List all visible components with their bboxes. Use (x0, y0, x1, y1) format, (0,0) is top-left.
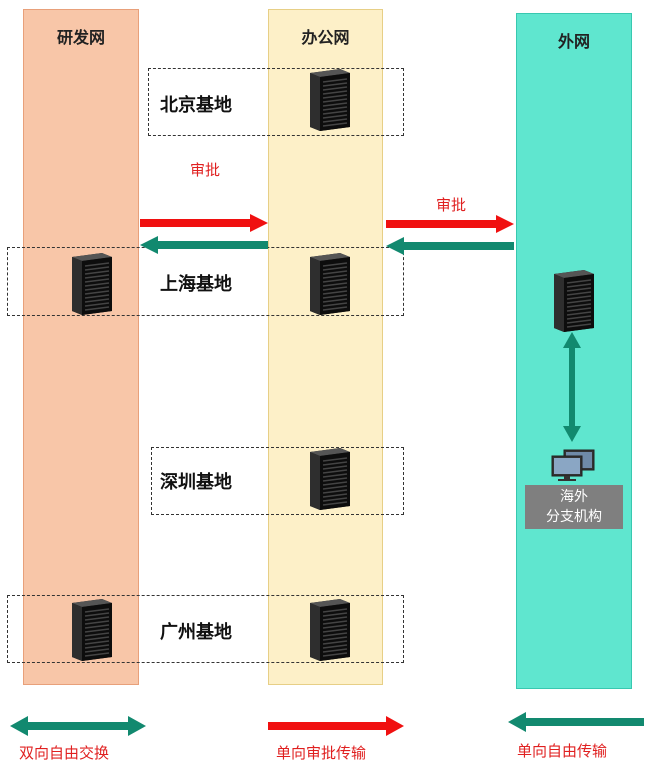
legend-one-way-approval-label: 单向审批传输 (276, 744, 367, 762)
green-arrow-external-to-office (386, 237, 514, 255)
approval-label-left: 审批 (190, 161, 221, 179)
overseas-branch-line2: 分支机构 (546, 509, 602, 525)
guangzhou-site-frame (7, 595, 404, 663)
server-icon (302, 67, 352, 131)
server-icon (302, 251, 352, 315)
red-approval-arrow-rd-to-office (140, 214, 268, 232)
rd-network-zone: 研发网 (23, 9, 139, 685)
external-network-zone: 外网 (516, 13, 632, 689)
server-icon (302, 446, 352, 510)
legend-one-way-free-label: 单向自由传输 (517, 742, 608, 760)
computer-monitors-icon (550, 448, 598, 482)
server-icon (64, 251, 114, 315)
beijing-site-label: 北京基地 (160, 95, 232, 116)
server-icon (302, 597, 352, 661)
server-icon (64, 597, 114, 661)
legend-green-oneway-arrow (508, 712, 644, 732)
shenzhen-site-frame (151, 447, 404, 515)
green-arrow-office-to-rd (140, 236, 268, 254)
external-network-title: 外网 (557, 32, 590, 51)
office-network-title: 办公网 (301, 28, 350, 47)
red-approval-arrow-office-to-external (386, 215, 514, 233)
legend-bidirectional-label: 双向自由交换 (19, 744, 110, 762)
guangzhou-site-label: 广州基地 (160, 622, 232, 643)
vertical-bidirectional-arrow (563, 332, 581, 442)
server-icon (546, 268, 596, 332)
shenzhen-site-label: 深圳基地 (160, 472, 232, 493)
approval-label-right: 审批 (436, 196, 467, 214)
beijing-site-frame (148, 68, 404, 136)
overseas-branch-box: 海外 分支机构 (525, 485, 623, 529)
rd-network-title: 研发网 (56, 28, 105, 47)
legend-bidirectional-arrow (10, 716, 146, 736)
legend-red-approval-arrow (268, 716, 404, 736)
shanghai-site-label: 上海基地 (160, 274, 232, 295)
overseas-branch-line1: 海外 (560, 489, 588, 505)
